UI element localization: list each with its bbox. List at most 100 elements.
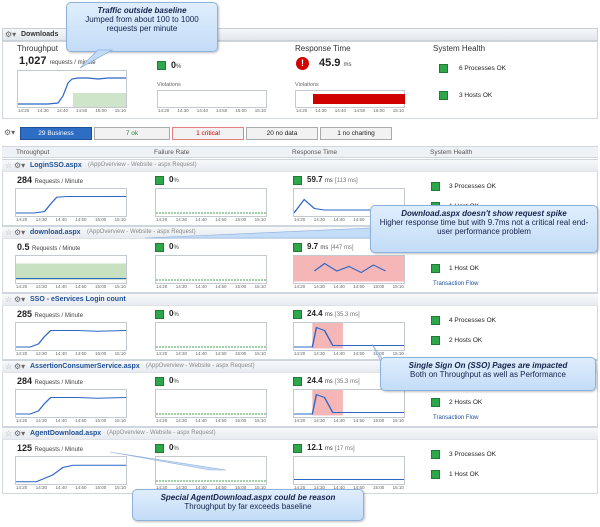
- star-icon[interactable]: ☆: [5, 228, 13, 237]
- health-hosts: 2 Hosts OK: [449, 399, 483, 406]
- transaction-name[interactable]: SSO - eServices Login count: [30, 296, 126, 303]
- failure-line: [156, 212, 266, 214]
- transaction-name[interactable]: AssertionConsumerService.aspx: [30, 363, 140, 370]
- transaction-name[interactable]: LoginSSO.aspx: [30, 162, 82, 169]
- throughput-sparkline: [16, 464, 127, 483]
- col-failure[interactable]: Failure Rate: [154, 149, 190, 156]
- col-response[interactable]: Response Time: [292, 149, 338, 156]
- transaction-desc: (AppOverview - Website - aspx Request): [87, 229, 196, 235]
- failure-status-icon: [157, 61, 166, 70]
- transaction-row-header[interactable]: ☆⚙▾ AgentDownload.aspx (AppOverview - Webs…: [2, 427, 598, 440]
- callout-sso: Single Sign On (SSO) Pages are impacted …: [380, 357, 596, 391]
- tab-ok[interactable]: 7 ok: [94, 127, 170, 140]
- section-title: Downloads: [21, 31, 59, 38]
- health-ok-icon: [431, 182, 440, 191]
- response-status-icon: [293, 176, 302, 185]
- health-ok-icon: [431, 470, 440, 479]
- gear-icon[interactable]: ⚙▾: [14, 362, 26, 371]
- failure-line: [156, 346, 266, 348]
- throughput-value: 285 Requests / Minute: [17, 309, 83, 319]
- response-sparkline: [294, 256, 404, 282]
- failure-status-icon: [155, 377, 164, 386]
- callout-download: Download.aspx doesn't show request spike…: [370, 205, 598, 253]
- response-value: 24.4 ms [35.3 ms]: [307, 309, 360, 318]
- failure-value: 0%: [169, 309, 179, 318]
- health-label: System Health: [433, 44, 486, 53]
- filter-tabs: ⚙▾ 29 Business Transactions 7 ok 1 criti…: [2, 125, 598, 148]
- failure-line: [156, 480, 266, 482]
- star-icon[interactable]: ☆: [5, 362, 13, 371]
- tab-critical[interactable]: 1 critical: [172, 127, 244, 140]
- health-hosts: 1 Host OK: [449, 265, 479, 272]
- gear-icon[interactable]: ⚙▾: [14, 161, 26, 170]
- transaction-desc: (AppOverview - Website - aspx Request): [88, 162, 197, 168]
- throughput-value: 0.5 Requests / Minute: [17, 242, 81, 252]
- gear-icon[interactable]: ⚙▾: [4, 128, 16, 137]
- transaction-desc: (AppOverview - Website - aspx Request): [107, 430, 216, 436]
- gear-icon[interactable]: ⚙▾: [14, 429, 26, 438]
- star-icon[interactable]: ☆: [5, 295, 13, 304]
- star-icon[interactable]: ☆: [5, 429, 13, 438]
- transaction-row-header[interactable]: ☆⚙▾ LoginSSO.aspx (AppOverview - Website -…: [2, 159, 598, 172]
- throughput-value: 125 Requests / Minute: [17, 443, 83, 453]
- transaction-flow-link[interactable]: Transaction Flow: [433, 415, 479, 421]
- transaction-name[interactable]: AgentDownload.aspx: [30, 430, 102, 437]
- tab-no-charting[interactable]: 1 no charting: [320, 127, 392, 140]
- star-icon[interactable]: ☆: [5, 161, 13, 170]
- health-hosts: 2 Hosts OK: [449, 337, 483, 344]
- health-ok-icon: [431, 398, 440, 407]
- transaction-flow-link[interactable]: Transaction Flow: [433, 281, 479, 287]
- health-ok-icon: [431, 336, 440, 345]
- failure-status-icon: [155, 310, 164, 319]
- health-processes: 4 Processes OK: [449, 317, 496, 324]
- failure-status-icon: [155, 243, 164, 252]
- gear-icon[interactable]: ⚙▾: [14, 228, 26, 237]
- gear-icon[interactable]: ⚙▾: [14, 295, 26, 304]
- tab-no-data[interactable]: 20 no data: [246, 127, 318, 140]
- tab-business-transactions[interactable]: 29 Business Transactions: [20, 127, 92, 148]
- critical-icon: !: [296, 57, 309, 70]
- failure-status-icon: [155, 444, 164, 453]
- column-header: Throughput Failure Rate Response Time Sy…: [2, 146, 598, 158]
- transaction-row-header[interactable]: ☆⚙▾ SSO - eServices Login count: [2, 293, 598, 306]
- transaction-desc: (AppOverview - Website - aspx Request): [146, 363, 255, 369]
- failure-value: 0%: [169, 376, 179, 385]
- response-sparkline: [294, 390, 404, 416]
- throughput-label: Throughput: [17, 44, 58, 53]
- col-health[interactable]: System Health: [430, 149, 473, 156]
- failure-line: [156, 413, 266, 415]
- response-status-icon: [293, 444, 302, 453]
- response-violations-label: Violations: [295, 82, 319, 88]
- gear-icon[interactable]: ⚙▾: [5, 30, 17, 39]
- health-hosts: 3 Hosts OK: [459, 92, 493, 99]
- health-ok-icon: [431, 316, 440, 325]
- throughput-sparkline: [16, 195, 127, 214]
- response-status-icon: [293, 310, 302, 319]
- health-ok-icon: [439, 91, 448, 100]
- failure-value: 0%: [169, 443, 179, 452]
- col-throughput[interactable]: Throughput: [16, 149, 50, 156]
- throughput-value: 1,027 requests / minute: [19, 55, 96, 67]
- failure-value: 0%: [171, 60, 182, 70]
- transaction-name[interactable]: download.aspx: [30, 229, 81, 236]
